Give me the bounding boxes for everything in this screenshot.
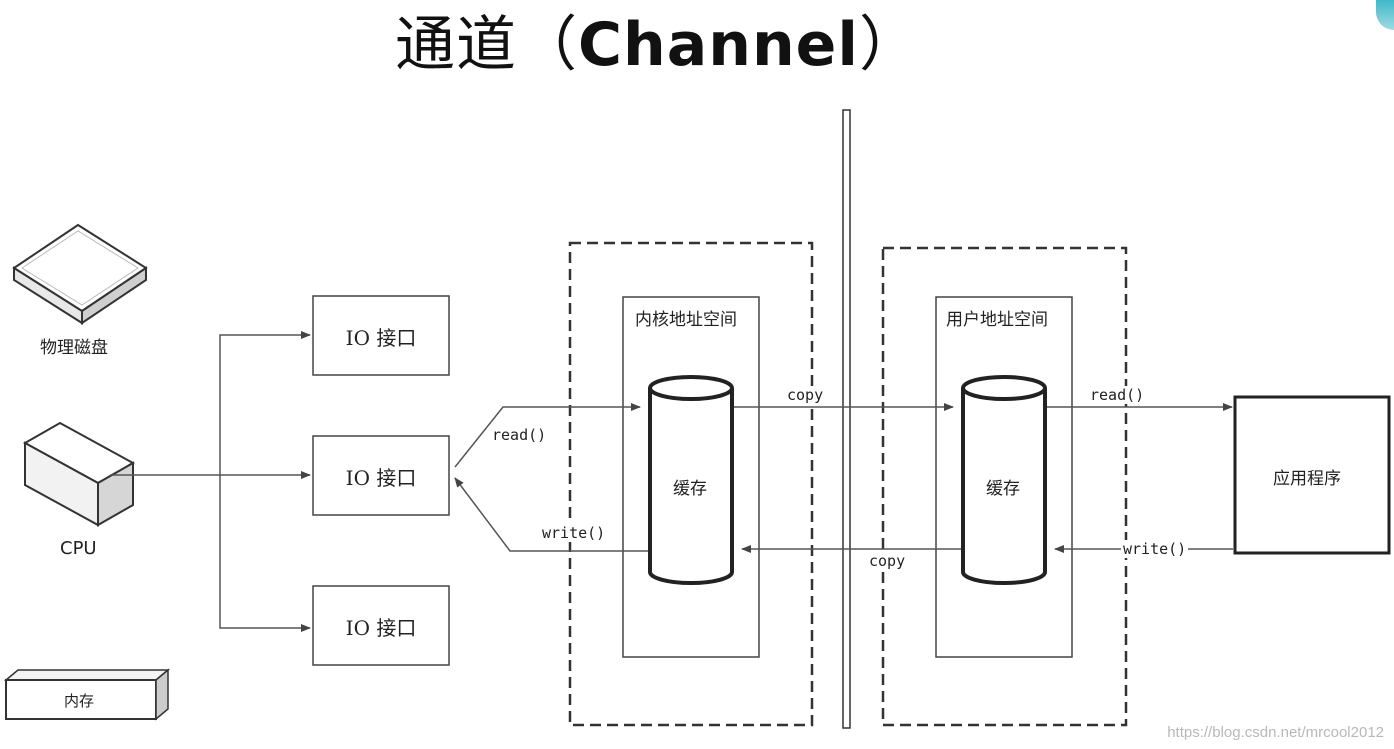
kernel-cache-label: 缓存 [673,479,707,499]
kernel-space-label: 内核地址空间 [635,310,737,330]
write-arrow-left [454,477,648,552]
io-box-2 [312,435,450,516]
io-box-3 [312,585,450,666]
memory-label: 内存 [64,692,95,710]
kernel-user-divider [842,109,851,729]
user-cache-label: 缓存 [986,479,1020,499]
copy-label-top: copy [785,386,826,404]
page-title: 通道（Channel） [395,0,995,90]
title-close: ） [858,10,920,80]
write-label-right: write() [1121,540,1189,558]
corner-accent [1376,0,1394,30]
read-label-right: read() [1088,386,1147,404]
memory-icon [3,668,171,721]
user-cache-cylinder [961,375,1047,585]
user-space-label: 用户地址空间 [946,310,1048,330]
kernel-cache-cylinder [648,375,734,585]
read-arrow-left [454,403,641,468]
title-latin: Channel [578,10,859,80]
application-box [1233,395,1391,555]
io-box-1 [312,295,450,376]
kernel-dashed-region [568,241,814,727]
io-interface-label-1: IO 接口 [345,326,417,350]
cpu-label: CPU [60,538,97,559]
io-interface-label-2: IO 接口 [345,466,417,490]
cpu-io-connectors [110,331,311,632]
io-interface-label-3: IO 接口 [345,616,417,640]
read-label-left: read() [490,426,549,444]
cpu-icon [22,421,136,527]
title-cjk: 通道（ [395,10,578,80]
watermark: https://blog.csdn.net/mrcool2012 [1167,724,1384,741]
disk-label: 物理磁盘 [40,338,108,358]
application-label: 应用程序 [1273,469,1341,489]
disk-icon [12,223,148,325]
user-dashed-region [881,246,1128,727]
write-label-left: write() [540,524,608,542]
copy-label-bottom: copy [867,552,908,570]
